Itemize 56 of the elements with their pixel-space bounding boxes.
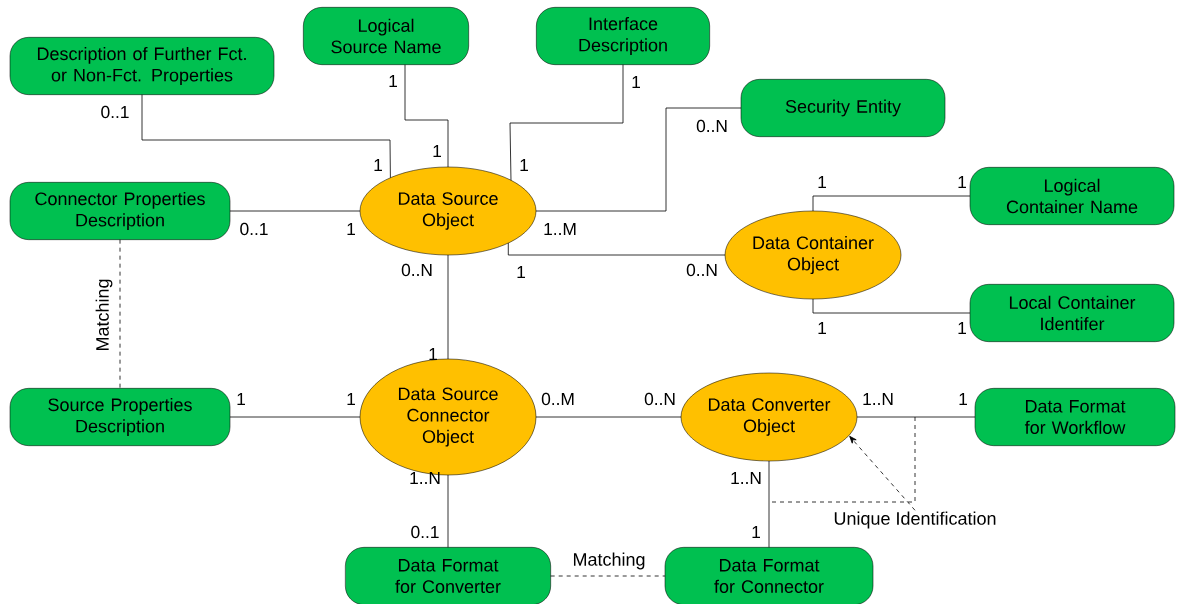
connector <box>535 107 742 212</box>
note-text: Unique Identification <box>834 511 996 529</box>
connector <box>507 242 726 256</box>
connector <box>404 64 449 168</box>
connector <box>447 254 449 360</box>
connector <box>849 435 916 511</box>
connector <box>856 416 976 418</box>
multiplicity-label: 1 <box>959 393 967 405</box>
multiplicity-label: 1 <box>237 393 245 405</box>
connector <box>119 239 121 389</box>
rounded-box: Local Container Identifer <box>969 284 1175 342</box>
rounded-box: Data Format for Converter <box>345 547 551 604</box>
connector <box>812 195 971 212</box>
multiplicity-label: 1 <box>517 266 525 278</box>
multiplicity-label: 0..N <box>696 119 727 133</box>
connector <box>550 575 666 577</box>
edge-label: Matching <box>571 551 647 571</box>
multiplicity-label: 1 <box>818 176 826 188</box>
multiplicity-label: 1 <box>958 176 966 188</box>
multiplicity-label: 1 <box>429 348 437 360</box>
multiplicity-label: 1 <box>389 75 397 87</box>
multiplicity-label: 0..N <box>644 392 675 406</box>
multiplicity-label: 1 <box>818 322 826 334</box>
rounded-box: Data Format for Connector <box>664 547 874 604</box>
rounded-box: Logical Container Name <box>969 167 1175 225</box>
connector <box>447 474 449 548</box>
connector <box>768 460 770 548</box>
connector <box>812 298 971 314</box>
rounded-box: Logical Source Name <box>303 7 469 65</box>
multiplicity-label: 0..1 <box>240 222 268 236</box>
multiplicity-label: 1 <box>958 322 966 334</box>
connector <box>141 94 391 179</box>
multiplicity-label: 1 <box>347 223 355 235</box>
connector <box>509 64 624 181</box>
multiplicity-label: 0..N <box>686 263 717 277</box>
rounded-box: Interface Description <box>536 7 710 65</box>
connector <box>535 416 682 418</box>
rounded-box: Data Format for Workflow <box>974 388 1176 446</box>
multiplicity-label: 1 <box>347 393 355 405</box>
connector <box>229 210 361 212</box>
rounded-box: Security Entity <box>740 79 946 137</box>
multiplicity-label: 1 <box>752 526 760 538</box>
multiplicity-label: 1..N <box>863 393 893 405</box>
rounded-box: Source Properties Description <box>9 388 231 446</box>
multiplicity-label: 0..1 <box>411 525 439 539</box>
multiplicity-label: 1..M <box>544 223 576 235</box>
rounded-box: Connector Properties Description <box>9 182 231 240</box>
multiplicity-label: 0..1 <box>101 105 129 119</box>
multiplicity-label: 0..M <box>541 392 574 406</box>
multiplicity-label: 1 <box>433 145 441 157</box>
connector <box>229 416 361 418</box>
multiplicity-label: 0..N <box>401 263 432 277</box>
multiplicity-label: 1..N <box>731 472 761 484</box>
multiplicity-label: 1 <box>632 76 640 88</box>
edge-label: Matching <box>94 277 114 353</box>
rounded-box: Description of Further Fct. or Non-Fct. Properties <box>9 37 275 95</box>
